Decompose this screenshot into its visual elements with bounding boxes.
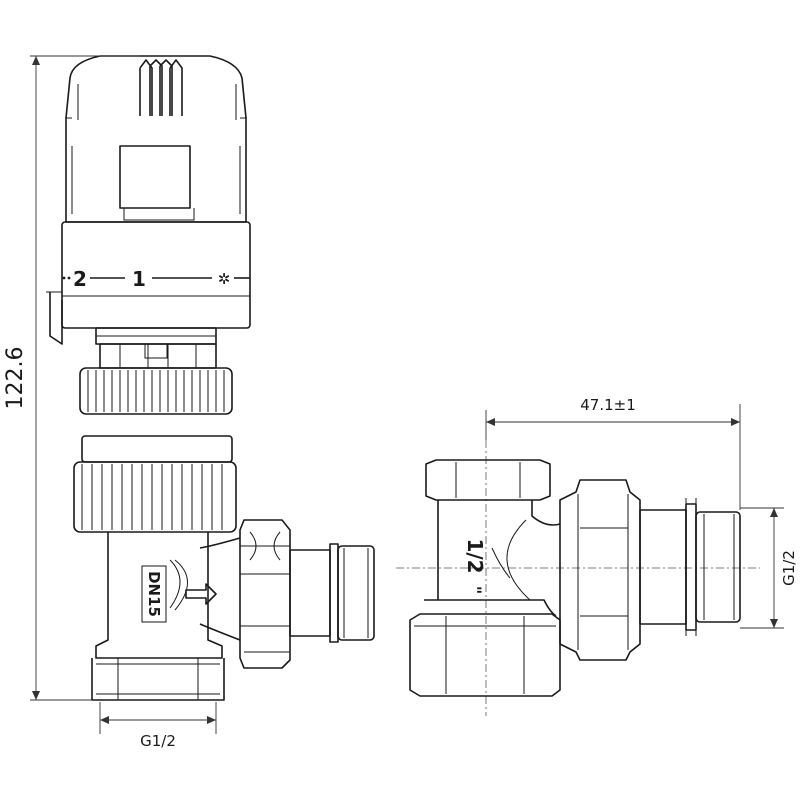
knurled-nut-upper xyxy=(79,367,233,415)
dimension-outlet-thread: G1/2 xyxy=(740,507,798,629)
knurled-nut-lower xyxy=(73,461,237,533)
side-bottom-hex xyxy=(409,613,561,697)
valve-body-front: DN15 xyxy=(73,435,375,701)
dimension-offset: 47.1±1 xyxy=(485,396,741,510)
scale-mark-1: 1 xyxy=(132,267,146,291)
outlet-hex-nut xyxy=(239,519,291,669)
dimension-inlet-thread: G1/2 xyxy=(99,702,217,750)
dimension-outlet-thread-value: G1/2 xyxy=(780,550,798,586)
flow-arrow-icon xyxy=(185,583,217,605)
head-grip-fins xyxy=(139,59,183,116)
dimension-inlet-thread-value: G1/2 xyxy=(140,732,176,750)
valve-body-side: 1/2 " xyxy=(396,440,760,716)
side-union-nut xyxy=(559,479,641,661)
scale-mark-off: ✲ xyxy=(218,270,231,288)
size-inch-mark: " xyxy=(466,586,485,594)
scale-mark-2: 2 xyxy=(73,267,87,291)
dimension-offset-value: 47.1±1 xyxy=(580,396,636,414)
dimension-height: 122.6 xyxy=(3,55,140,701)
dimension-height-value: 122.6 xyxy=(3,347,28,410)
size-inch-label: 1/2 xyxy=(463,538,487,573)
thermostatic-head: 2 1 ✲ xyxy=(46,55,251,369)
head-window xyxy=(119,145,191,209)
side-top-hex xyxy=(425,459,551,501)
nominal-size-label: DN15 xyxy=(145,571,163,617)
